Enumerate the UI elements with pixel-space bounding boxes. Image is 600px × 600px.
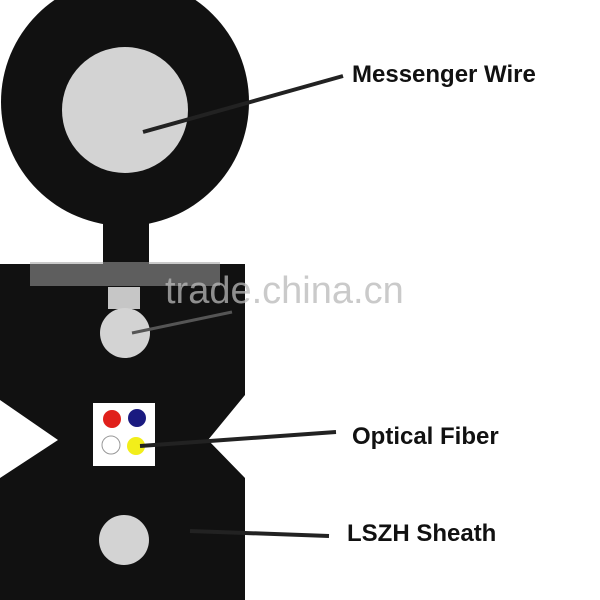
fiber-red (103, 410, 121, 428)
fiber-white (101, 435, 121, 455)
watermark-band (30, 262, 220, 286)
watermark-band-light (108, 287, 140, 309)
leader-line-sheath (189, 529, 330, 538)
fiber-yellow (127, 437, 145, 455)
fiber-blue (128, 409, 146, 427)
strength-member-top (100, 308, 150, 358)
label-lszh-sheath: LSZH Sheath (347, 520, 496, 547)
label-optical-fiber: Optical Fiber (352, 423, 499, 450)
leader-line-strength (131, 310, 233, 335)
messenger-wire-core (62, 47, 188, 173)
strength-member-bottom (99, 515, 149, 565)
leader-line-fiber (139, 430, 337, 448)
watermark-text: trade.china.cn (165, 270, 404, 312)
fiber-box (93, 403, 155, 466)
leader-line-messenger (142, 74, 344, 134)
label-messenger-wire: Messenger Wire (352, 61, 536, 88)
